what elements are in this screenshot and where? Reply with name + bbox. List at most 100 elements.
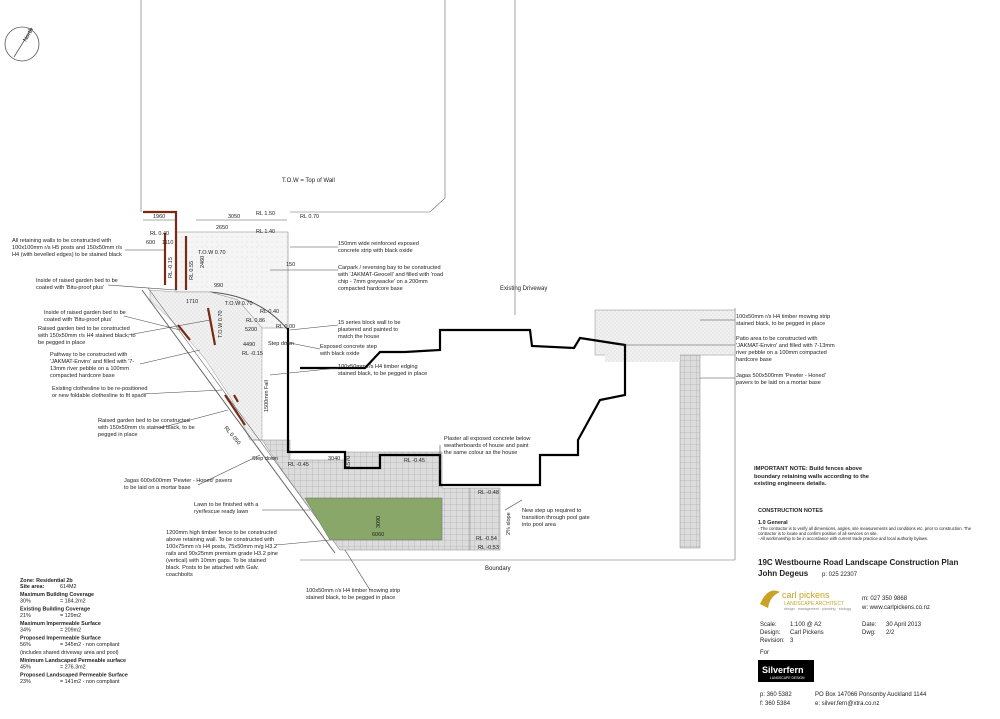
note-jagas-600: Jagas 600x600mm 'Pewter - Honed' pavers … [124, 478, 233, 491]
dim-150: 150 [286, 262, 295, 268]
site-stat-label: Maximum Impermeable Surface [20, 621, 101, 627]
dim-990: 990 [214, 283, 223, 289]
note-patio: Patio area to be constructed with 'JAKMA… [736, 336, 835, 363]
logo-name: carl pickens [782, 590, 830, 600]
dim-1110: 1110 [162, 240, 173, 246]
note-raised-bed-coat: Inside of raised garden bed to be coated… [36, 278, 118, 291]
dim-1710: 1710 [186, 299, 198, 305]
rl-m015-a: RL -0.15 [168, 257, 174, 278]
note-raised-bed-coat-2: Inside of raised garden bed to be coated… [44, 310, 126, 323]
scale-value: 1:100 @ A2 [790, 622, 822, 628]
note-block-wall: 15 series block wall to be plastered and… [338, 320, 401, 340]
rl-070-a: RL 0.70 [300, 214, 319, 220]
note-carpark: Carpark / reversing bay to be constructe… [338, 265, 444, 292]
site-stat-label: Maximum Building Coverage [20, 592, 94, 598]
rl-040-b: RL 0.40 [260, 309, 279, 315]
title-block: 19C Westbourne Road Landscape Constructi… [758, 558, 958, 707]
rl-m045-b: RL -0.45 [404, 458, 425, 464]
design-label: Design: [760, 630, 781, 636]
site-stat-label: 30% [20, 599, 31, 605]
client-name: John Degeus [758, 569, 809, 578]
note-concrete-strip: 150mm wide reinforced exposed concrete s… [338, 241, 419, 254]
logo-tag: design · management · planning · ecology [784, 607, 851, 611]
dim-6060: 6060 [372, 532, 384, 538]
contact-f: f: 360 5384 [760, 701, 791, 707]
step-down-2: Step down [252, 456, 278, 462]
for-logo: Silverfern [762, 665, 804, 675]
dwg-value: 2/2 [886, 630, 895, 636]
rl-140: RL 1.40 [256, 229, 275, 235]
leader-lines [107, 246, 735, 591]
existing-driveway-label: Existing Driveway [500, 286, 547, 292]
site-stat-value: = 276.3m2 [60, 665, 86, 671]
dim-2460: 2460 [200, 256, 206, 268]
contact-p: p: 360 5382 [760, 692, 792, 698]
important-note-block: IMPORTANT NOTE: Build fences above bound… [754, 466, 972, 541]
top-of-wall-note: T.O.W = Top of Wall [282, 178, 335, 184]
revision-value: 3 [790, 638, 794, 644]
construction-notes-line1: - The contractor is to verify all dimens… [758, 526, 972, 531]
rl-m045-a: RL -0.45 [288, 462, 309, 468]
construction-notes-line2: contractor is to locate and confirm posi… [758, 531, 878, 536]
rl-000: RL 0.00 [276, 324, 295, 330]
rl-m015-b: RL -0.15 [242, 351, 263, 357]
site-stat-value: = 209m2 [60, 628, 81, 634]
note-pathway: Pathway to be constructed with 'JAKMAT-E… [50, 352, 135, 379]
note-raised-bed-construct: Raised garden bed to be constructed with… [38, 326, 136, 346]
north-label: North [23, 27, 36, 43]
rl-150: RL 1.50 [256, 211, 275, 217]
rl-040-a: RL 0.40 [150, 231, 169, 237]
construction-notes-sub: 1.0 General [758, 520, 788, 526]
contact-m: m: 027 350 9868 [862, 596, 908, 602]
carl-pickens-logo: carl pickens LANDSCAPE ARCHITECT design … [760, 590, 851, 611]
note-timber-edging: 100x50mm r/s H4 timber edging stained bl… [338, 364, 428, 377]
site-stat-value: = 129m2 [60, 613, 81, 619]
note-mowing-strip-bottom: 100x50mm r/s H4 timber mowing strip stai… [306, 588, 401, 601]
construction-notes-heading: CONSTRUCTION NOTES [758, 508, 823, 514]
site-stat-label: 56% [20, 642, 31, 648]
tow-070-c: T.O.W 0.70 [218, 310, 224, 338]
dim-1570: 1570 [346, 456, 352, 468]
rl-m048: RL -0.48 [478, 490, 499, 496]
rl-086: RL 0.86 [246, 318, 265, 324]
rl-055: RL 0.55 [189, 261, 195, 280]
note-clothesline: Existing clothesline to be re-positioned… [52, 386, 148, 399]
scale-label: Scale: [760, 622, 777, 628]
site-stat-label: Proposed Impermeable Surface [20, 636, 101, 642]
site-stat-label: Zone: Residential 2b [20, 578, 73, 584]
rl-m054: RL -0.54 [476, 536, 497, 542]
leaf-icon [760, 590, 780, 608]
date-value: 30 April 2013 [886, 622, 922, 628]
patio-area [594, 309, 736, 362]
construction-notes-line3: - All workmanship to be in accordance wi… [758, 536, 928, 541]
site-stat-value: = 184.2m2 [60, 599, 86, 605]
site-stat-value: = 141m2 - non compliant [60, 679, 120, 685]
tow-070-a: T.O.W 0.70 [198, 250, 226, 256]
north-arrow: North [4, 26, 40, 62]
for-label: For [760, 650, 769, 656]
contact-e: e: silver.fern@xtra.co.nz [815, 701, 879, 707]
silverfern-logo: Silverfern LANDSCAPE DESIGN [758, 660, 814, 682]
site-stat-label: Minimum Landscaped Permeable surface [20, 658, 126, 664]
contact-po: PO Box 147066 Ponsonby Auckland 1144 [815, 692, 927, 698]
dimensions: 1960 3050 1110 600 2650 150 2460 990 171… [143, 214, 512, 538]
site-stat-label: (includes shared driveway area and pool) [20, 650, 119, 656]
note-plaster: Plaster all exposed concrete below weath… [444, 436, 531, 456]
note-retaining-walls: All retaining walls to be constructed wi… [12, 238, 123, 258]
site-stat-label: Proposed Landscaped Permeable Surface [20, 673, 128, 679]
notes-left: All retaining walls to be constructed wi… [12, 238, 401, 601]
raised-garden-beds [143, 210, 246, 426]
note-jagas-500: Jagas 500x500mm 'Pewter - Honed' pavers … [736, 373, 826, 386]
for-logo-sub: LANDSCAPE DESIGN [770, 676, 805, 680]
note-lawn: Lawn to be finished with a rye/fescue re… [194, 502, 259, 515]
note-concrete-step: Exposed concrete step with black oxide [320, 344, 377, 357]
dim-600: 600 [146, 240, 155, 246]
site-stat-label: 21% [20, 613, 31, 619]
dim-1960: 1960 [153, 214, 165, 220]
site-stat-value: 614M2 [60, 584, 76, 590]
note-raised-bed-construct-2: Raised garden bed to be constructed with… [98, 418, 195, 438]
dim-5200: 5200 [245, 327, 257, 333]
boundary-label: Boundary [485, 566, 511, 572]
